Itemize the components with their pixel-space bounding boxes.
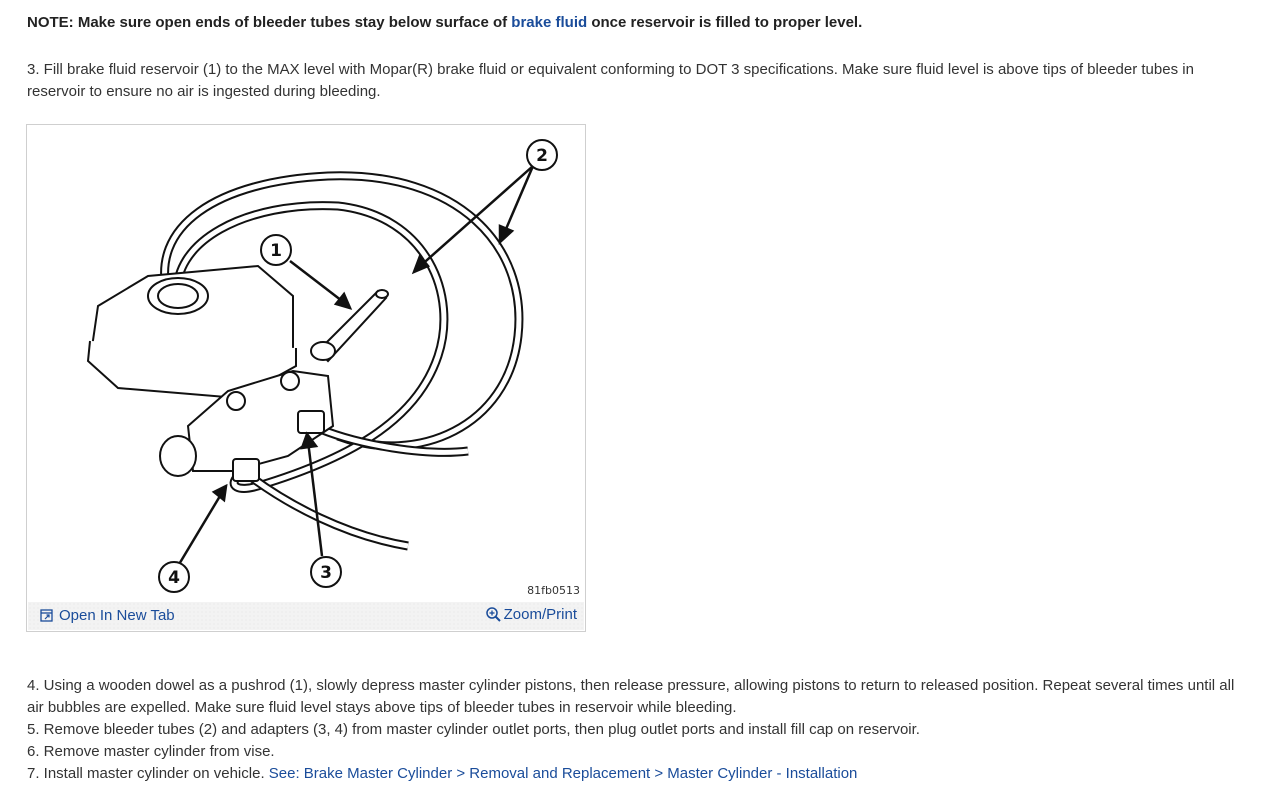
callout-2: 2 [536, 146, 548, 166]
callout-1: 1 [270, 241, 282, 261]
step-6-paragraph: 6. Remove master cylinder from vise. [27, 743, 275, 760]
step-7-paragraph: 7. Install master cylinder on vehicle. S… [27, 763, 1247, 785]
figure-container: 1 2 3 4 81fb0513 Open In New Tab [26, 124, 586, 632]
magnifier-plus-icon [485, 607, 501, 622]
step-4-paragraph: 4. Using a wooden dowel as a pushrod (1)… [27, 677, 1235, 716]
zoom-print-link[interactable]: Zoom/Print [485, 606, 577, 623]
external-window-icon [40, 609, 53, 622]
open-in-new-tab-label: Open In New Tab [59, 607, 175, 624]
brake-fluid-link[interactable]: brake fluid [511, 14, 588, 31]
figure-code: 81fb0513 [527, 584, 580, 597]
figure-toolbar: Open In New Tab Zoom/Print [28, 602, 584, 630]
callout-4: 4 [168, 568, 180, 588]
note-paragraph: NOTE: Make sure open ends of bleeder tub… [27, 14, 862, 31]
master-cylinder-illustration: 1 2 3 4 [86, 139, 558, 593]
open-in-new-tab-link[interactable]: Open In New Tab [40, 607, 175, 624]
steps-list: 4. Using a wooden dowel as a pushrod (1)… [27, 675, 1247, 785]
callout-3: 3 [320, 563, 332, 583]
master-cylinder-installation-link[interactable]: See: Brake Master Cylinder > Removal and… [268, 765, 858, 782]
step-7-text: 7. Install master cylinder on vehicle. [27, 765, 269, 782]
note-text-prefix: NOTE: Make sure open ends of bleeder tub… [27, 14, 512, 31]
zoom-print-label: Zoom/Print [503, 606, 577, 623]
note-text-suffix: once reservoir is filled to proper level… [587, 14, 863, 31]
step-3-paragraph: 3. Fill brake fluid reservoir (1) to the… [27, 61, 1194, 100]
step-5-paragraph: 5. Remove bleeder tubes (2) and adapters… [27, 721, 920, 738]
